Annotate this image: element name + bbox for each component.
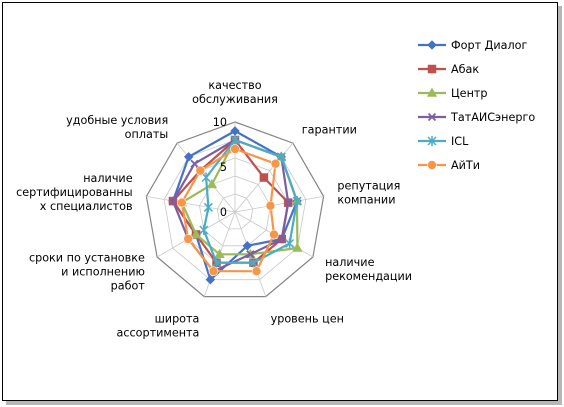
data-point [242,240,253,251]
legend-marker [427,136,437,146]
data-point [230,126,240,136]
series-line [202,138,299,264]
data-point [292,196,302,207]
tick-label: 5 [220,161,227,174]
category-label-4: уровень цен [271,313,344,326]
category-label-line: наличие [325,256,374,269]
legend-label: Форт Диалог [451,39,528,52]
data-point [246,250,255,259]
grid-ring-10 [145,121,325,298]
legend-label: Центр [451,87,488,100]
data-point [265,200,276,211]
data-point [201,172,211,183]
chart-frame [2,2,558,401]
grid-ring-4 [199,175,271,247]
data-point [208,266,219,277]
data-point [183,151,194,162]
legend-item-4: ICL [418,135,469,148]
data-point [190,159,199,168]
data-point [276,151,286,162]
legend-marker [427,40,437,50]
data-point [269,229,279,240]
category-label-1: гарантии [302,124,357,137]
data-point [259,173,269,182]
legend-label: ICL [451,135,469,148]
grid-spoke-7 [146,196,236,213]
data-point [285,238,295,249]
category-label-line: сроки по установке [29,251,145,264]
category-label-line: удобные условия [66,114,168,127]
category-label-line: репутация [337,180,400,193]
data-point [168,196,178,206]
legend-item-3: ТатАИСэнерго [418,111,535,124]
tick-label: 10 [213,116,227,129]
category-label-line: качество [208,79,261,92]
data-point [230,135,240,145]
series-5 [177,144,281,277]
category-label-line: компании [337,194,395,207]
legend-item-2: Центр [418,87,488,100]
legend-item-0: Форт Диалог [418,39,528,52]
data-point [206,178,218,189]
category-label-line: рекомендации [325,270,412,283]
category-label-line: гарантии [302,124,357,137]
data-point [212,257,222,268]
data-point [177,197,187,208]
category-label-line: обслуживания [192,93,278,106]
legend-item-5: АйТи [418,159,480,172]
legend-marker [427,112,437,122]
category-label-line: оплаты [125,128,169,141]
data-point [183,234,194,244]
tick-label: 0 [220,206,227,219]
data-point [195,165,206,176]
category-label-line: и исполнению [61,265,145,278]
grid-spoke-2 [234,196,324,213]
category-label-line: сертифицированны [16,186,133,199]
category-label-line: ассортимента [116,327,199,340]
grid-ring-8 [163,139,307,281]
data-point [248,257,258,268]
series-line [180,147,277,273]
legend-marker [427,64,437,74]
data-point [199,225,209,235]
category-label-line: х специалистов [40,200,133,213]
legend-marker [426,87,438,97]
data-point [205,274,216,285]
legend-label: Абак [451,63,479,76]
data-point [214,248,225,259]
category-label-line: работ [111,279,146,292]
data-point [230,144,240,154]
data-point [190,228,202,239]
data-point [277,234,286,244]
grid-ring-2 [216,193,254,230]
data-point [270,158,281,169]
series-4 [199,135,302,268]
data-point [284,198,293,207]
data-point [251,266,262,277]
category-label-line: широта [155,313,200,326]
legend-item-1: Абак [418,63,479,76]
legend-marker [427,160,437,170]
category-label-line: уровень цен [271,313,344,326]
legend-label: ТатАИСэнерго [450,111,535,124]
category-label-line: наличие [83,172,132,185]
data-point [292,242,303,252]
legend-label: АйТи [451,159,480,172]
data-point [203,202,213,213]
